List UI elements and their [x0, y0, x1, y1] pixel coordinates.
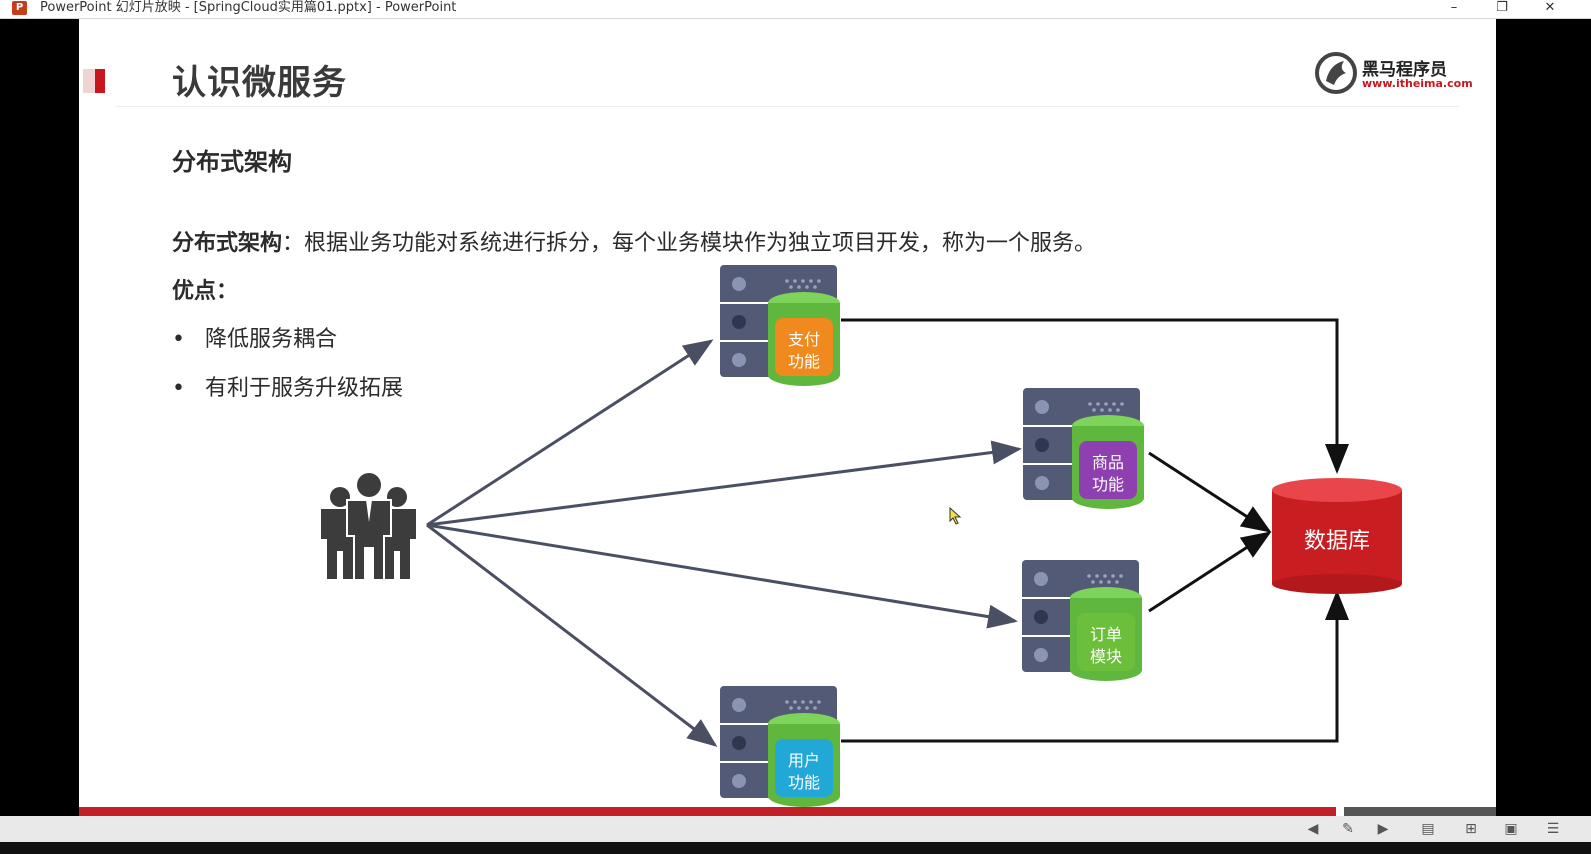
arrow-user-to-db — [841, 590, 1349, 743]
next-slide-icon[interactable]: ▶ — [1377, 821, 1389, 837]
itheima-logo: 黑马程序员 www.itheima.com — [1314, 51, 1473, 95]
slide-title: 认识微服务 — [172, 63, 347, 103]
pros-label: 优点： — [172, 279, 239, 304]
service-label-line1: 商品 — [1092, 453, 1124, 472]
section-title: 分布式架构 — [172, 148, 292, 176]
mouse-cursor-icon — [949, 507, 962, 525]
previous-slide-icon[interactable]: ◀ — [1307, 821, 1319, 837]
service-user: 用户 功能 — [720, 686, 840, 807]
arrow-payment-to-db — [841, 318, 1349, 474]
users-group-icon — [321, 473, 416, 581]
close-button[interactable]: ✕ — [1544, 0, 1556, 15]
pros-item-text: 降低服务耦合 — [205, 327, 338, 352]
arrow-order-to-db — [1148, 531, 1272, 613]
pros-item-text: 有利于服务升级拓展 — [205, 376, 404, 401]
title-divider — [116, 106, 1459, 107]
service-order: 订单 模块 — [1022, 560, 1142, 681]
slideshow-right-margin — [1496, 19, 1591, 816]
slideshow-left-margin — [0, 19, 79, 816]
service-label-line1: 订单 — [1090, 625, 1122, 644]
architecture-diagram: 支付 功能 商品 功能 — [321, 265, 1402, 807]
slide[interactable]: 认识微服务 黑马程序员 www.itheima.com 分布式架构 分布式架构：… — [79, 19, 1496, 816]
title-accent-light — [83, 69, 95, 93]
minimize-button[interactable]: – — [1450, 0, 1458, 15]
definition-term: 分布式架构 — [172, 231, 283, 256]
pros-item: •有利于服务升级拓展 — [172, 376, 404, 401]
logo-brand-text: 黑马程序员 — [1362, 60, 1447, 80]
restore-button[interactable]: ❐ — [1496, 0, 1508, 15]
more-options-icon[interactable]: ☰ — [1546, 821, 1560, 837]
window-title-bar: P PowerPoint 幻灯片放映 - [SpringCloud实用篇01.p… — [0, 0, 1591, 19]
service-label-line1: 支付 — [788, 330, 820, 349]
service-label-line2: 模块 — [1090, 647, 1122, 666]
arrow-users-to-product — [426, 440, 1022, 527]
screen-bottom-strip — [0, 842, 1591, 854]
slideshow-control-bar: ◀ ✎ ▶ ▤ ⊞ ▣ ☰ — [0, 816, 1591, 842]
database-label: 数据库 — [1304, 529, 1370, 554]
arrow-users-to-payment — [426, 339, 714, 527]
pros-item: •降低服务耦合 — [172, 327, 338, 352]
presenter-view-icon[interactable]: ▣ — [1504, 821, 1518, 837]
window-title: PowerPoint 幻灯片放映 - [SpringCloud实用篇01.ppt… — [40, 0, 457, 15]
horse-logo-icon — [1315, 52, 1357, 94]
service-label-line2: 功能 — [1092, 475, 1124, 494]
pen-tool-icon[interactable]: ✎ — [1342, 821, 1354, 837]
slide-bottom-bar-dark — [1344, 807, 1496, 816]
service-label-line2: 功能 — [788, 773, 820, 792]
service-payment: 支付 功能 — [720, 265, 840, 386]
definition-text: 分布式架构：根据业务功能对系统进行拆分，每个业务模块作为独立项目开发，称为一个服… — [172, 225, 1096, 257]
service-label-line2: 功能 — [788, 352, 820, 371]
powerpoint-icon: P — [12, 1, 27, 15]
service-product: 商品 功能 — [1023, 388, 1144, 509]
title-accent — [95, 69, 105, 93]
zoom-icon[interactable]: ⊞ — [1465, 821, 1477, 837]
service-label-line1: 用户 — [788, 751, 820, 770]
definition-body: ：根据业务功能对系统进行拆分，每个业务模块作为独立项目开发，称为一个服务。 — [282, 231, 1097, 256]
logo-site-text: www.itheima.com — [1362, 77, 1473, 90]
arrow-users-to-order — [426, 523, 1018, 629]
see-all-slides-icon[interactable]: ▤ — [1421, 821, 1435, 837]
slide-bottom-bar — [79, 807, 1336, 816]
database-cylinder: 数据库 — [1272, 478, 1402, 594]
arrow-product-to-db — [1148, 451, 1272, 533]
arrow-users-to-user — [426, 523, 718, 747]
